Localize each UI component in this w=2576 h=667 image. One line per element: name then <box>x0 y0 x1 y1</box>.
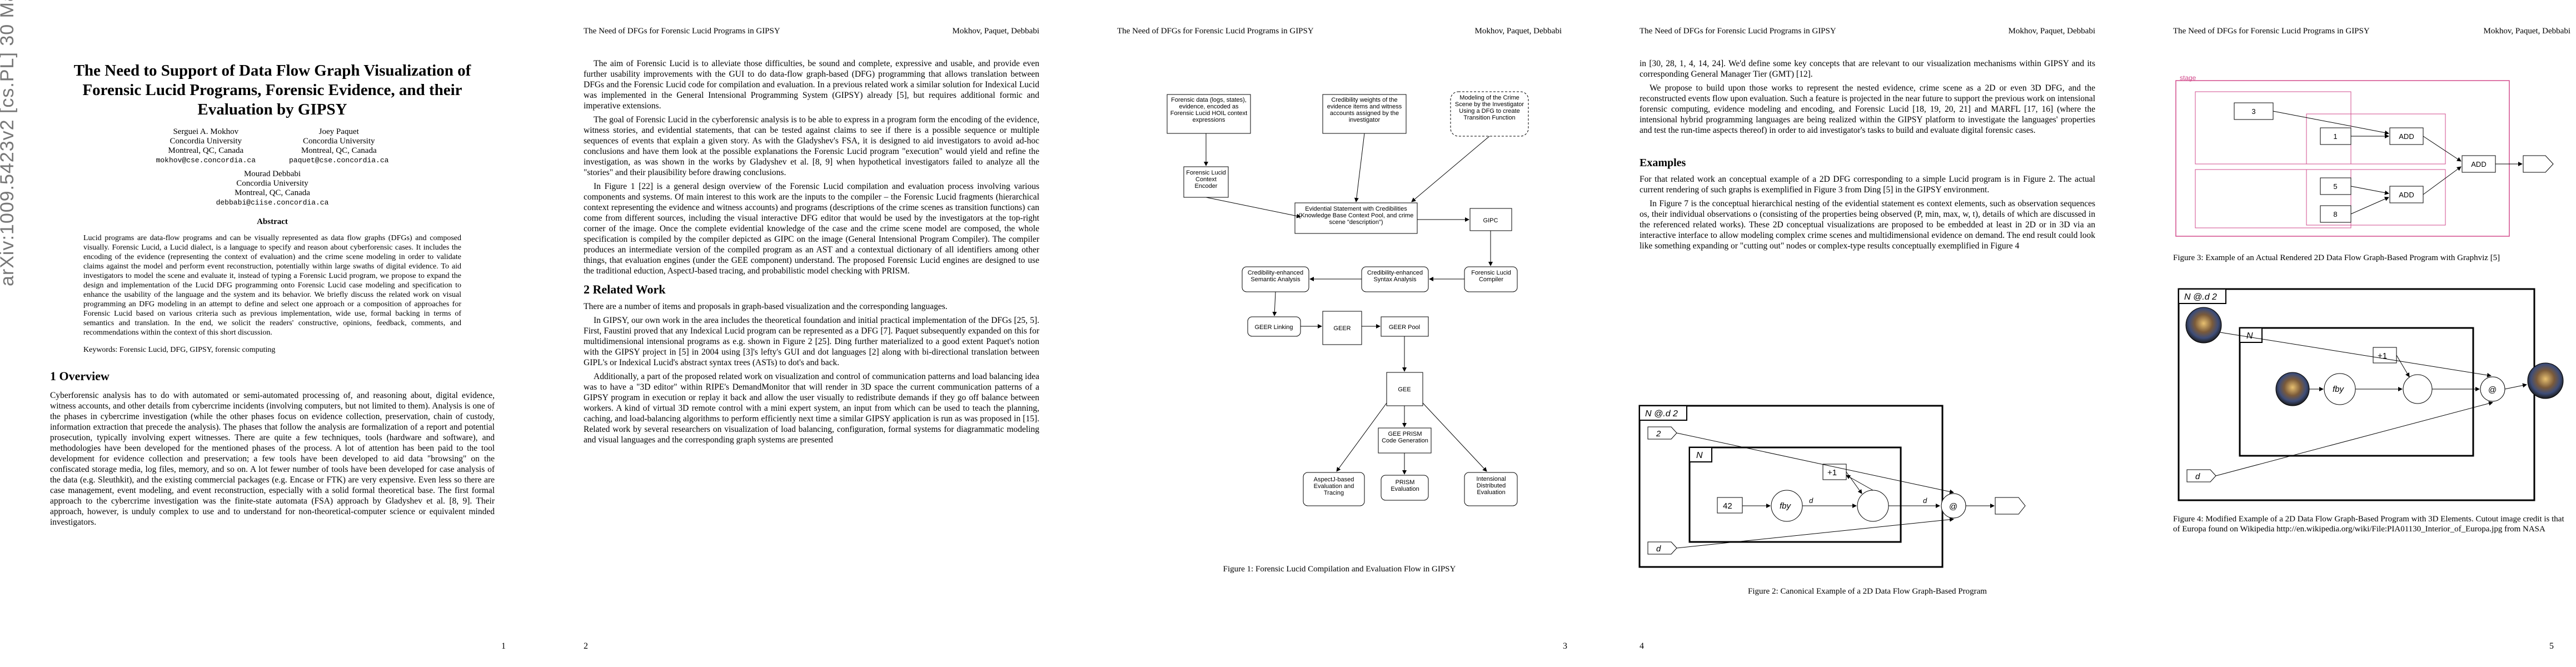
section-1-text: Cyberforensic analysis has to do with au… <box>50 391 495 527</box>
paragraph: in [30, 28, 1, 4, 14, 24]. We'd define s… <box>1640 59 2095 79</box>
input-2: 2 <box>1656 429 1661 439</box>
node-3: 3 <box>2251 107 2255 116</box>
page-2: The Need of DFGs for Forensic Lucid Prog… <box>556 0 1067 667</box>
figure-2-caption: Figure 2: Canonical Example of a 2D Data… <box>1748 587 1987 596</box>
inner-label: N <box>2246 331 2253 341</box>
paragraph: There are a number of items and proposal… <box>584 302 948 311</box>
node-encoder: Forensic Lucid Context Encoder <box>1186 170 1226 190</box>
at-node: @ <box>1949 502 1957 511</box>
node-geer-linking: GEER Linking <box>1254 324 1293 331</box>
node-credibility: Credibility weights of the evidence item… <box>1327 97 1402 123</box>
page-number: 1 <box>501 641 506 651</box>
europa-cutout-icon <box>2527 362 2564 399</box>
add-node: ADD <box>2399 132 2414 141</box>
paragraph: Additionally, a part of the proposed rel… <box>584 372 1039 445</box>
node-prism-eval: PRISM Evaluation <box>1391 479 1419 492</box>
running-header: The Need of DFGs for Forensic Lucid Prog… <box>1117 27 1562 36</box>
paragraph: In Figure 7 is the conceptual hierarchic… <box>1640 199 2095 251</box>
inner-label: N <box>1696 451 1703 460</box>
paragraph: In GIPSY, our own work in the area inclu… <box>584 316 1039 367</box>
node-evidential: Evidential Statement with Credibilities … <box>1298 206 1414 226</box>
node-5: 5 <box>2333 182 2337 191</box>
keywords: Keywords: Forensic Lucid, DFG, GIPSY, fo… <box>83 346 276 354</box>
paragraph: The aim of Forensic Lucid is to alleviat… <box>584 59 1039 111</box>
figure-3-caption: Figure 3: Example of an Actual Rendered … <box>2173 253 2500 262</box>
node-1: 1 <box>2333 132 2337 141</box>
node-aspectj: AspectJ-based Evaluation and Tracing <box>1313 476 1354 496</box>
node-gipc: GIPC <box>1483 217 1498 224</box>
paragraph: We propose to build upon those works to … <box>1640 83 2095 135</box>
outer-label: N @.d 2 <box>2184 292 2217 302</box>
add-node: ADD <box>2471 160 2486 168</box>
page-number: 5 <box>2549 641 2554 651</box>
stage-label: stage <box>2180 74 2196 82</box>
running-header: The Need of DFGs for Forensic Lucid Prog… <box>2173 27 2570 36</box>
page-3: The Need of DFGs for Forensic Lucid Prog… <box>1089 0 1590 667</box>
paragraph: For that related work an conceptual exam… <box>1640 175 2095 195</box>
page-5: The Need of DFGs for Forensic Lucid Prog… <box>2145 0 2576 667</box>
figure-3-graphviz-render: stage 3 1 5 8 ADD ADD ADD <box>2175 74 2554 237</box>
paper-title: The Need to Support of Data Flow Graph V… <box>73 62 471 118</box>
page-number: 4 <box>1640 641 1644 651</box>
paragraph: The goal of Forensic Lucid in the cyberf… <box>584 115 1039 177</box>
node-modeling: Modeling of the Crime Scene by the Inves… <box>1454 94 1524 121</box>
node-cred-syntax: Credibility-enhanced Syntax Analysis <box>1367 270 1423 283</box>
paragraph: In Figure 1 [22] is a general design ove… <box>584 182 1039 276</box>
examples-heading: Examples <box>1640 157 1686 169</box>
at-node: @ <box>2488 385 2497 395</box>
plus-one-node: +1 <box>1827 468 1837 477</box>
page-1: arXiv:1009.5423v2 [cs.PL] 30 May 2011 Th… <box>0 0 528 667</box>
fby-node: fby <box>1780 501 1792 511</box>
running-header: The Need of DFGs for Forensic Lucid Prog… <box>1640 27 2095 36</box>
input-d: d <box>1656 544 1661 554</box>
node-forensic-data: Forensic data (logs, states), evidence, … <box>1170 97 1248 123</box>
edge-d-label: d <box>1923 496 1927 505</box>
page-4: The Need of DFGs for Forensic Lucid Prog… <box>1612 0 2123 667</box>
section-1-heading: 1 Overview <box>50 369 109 383</box>
figure-4-caption: Figure 4: Modified Example of a 2D Data … <box>2173 515 2564 534</box>
running-header: The Need of DFGs for Forensic Lucid Prog… <box>584 27 1039 36</box>
abstract-heading: Abstract <box>257 217 288 226</box>
abstract-text: Lucid programs are data-flow programs an… <box>83 234 461 337</box>
fby-node: fby <box>2333 385 2345 394</box>
node-geer-pool: GEER Pool <box>1389 324 1420 331</box>
page-number: 3 <box>1563 641 1567 651</box>
node-intensional: Intensional Distributed Evaluation <box>1476 476 1506 496</box>
node-compiler: Forensic Lucid Compiler <box>1471 270 1511 283</box>
input-d: d <box>2195 472 2200 481</box>
edge-d-label: d <box>1809 496 1813 505</box>
node-8: 8 <box>2333 210 2337 218</box>
arxiv-stamp: arXiv:1009.5423v2 [cs.PL] 30 May 2011 <box>0 0 18 286</box>
outer-label: N @.d 2 <box>1645 409 1678 419</box>
figure-1-caption: Figure 1: Forensic Lucid Compilation and… <box>1223 565 1456 574</box>
europa-cutout-icon <box>2275 372 2310 406</box>
figure-2-dfg: N @.d 2 N 2 d 42 fby +1 @ d d <box>1638 405 2026 568</box>
node-gee: GEE <box>1398 386 1411 393</box>
node-geer: GEER <box>1333 325 1351 332</box>
add-node: ADD <box>2399 191 2414 199</box>
section-2-heading: 2 Related Work <box>584 282 666 296</box>
europa-cutout-icon <box>2185 307 2222 344</box>
node-cred-semantic: Credibility-enhanced Semantic Analysis <box>1247 270 1304 283</box>
page-number: 2 <box>584 641 588 651</box>
const-42: 42 <box>1723 501 1732 511</box>
figure-4-dfg-3d: N @.d 2 N fby +1 @ d <box>2178 288 2564 501</box>
figure-1-flow-diagram: Forensic data (logs, states), evidence, … <box>1167 91 1529 506</box>
plus-one-node: +1 <box>2378 351 2387 361</box>
node-prism-gen: GEE PRISM Code Generation <box>1382 431 1428 444</box>
